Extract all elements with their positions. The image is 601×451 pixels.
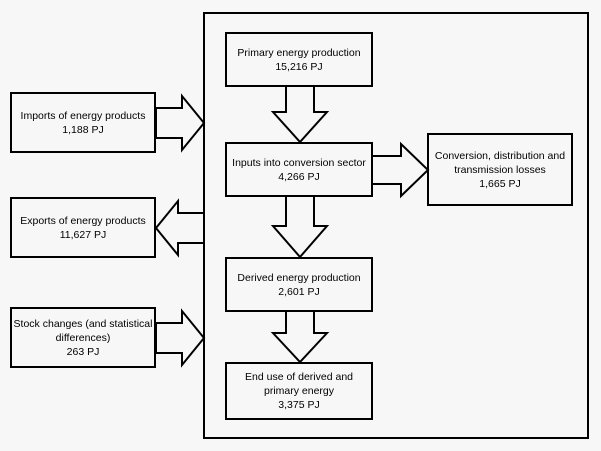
stock-changes-label-line2: differences) (55, 331, 111, 344)
arrow-exports-outflow (154, 198, 205, 258)
stock-changes-value: 263 PJ (66, 345, 100, 358)
exports-label: Exports of energy products (20, 214, 146, 227)
end-use-value: 3,375 PJ (278, 399, 320, 411)
arrow-conversion-to-losses (371, 141, 430, 199)
node-exports-of-energy-products: Exports of energy products 11,627 PJ (10, 197, 156, 258)
losses-value: 1,665 PJ (479, 177, 521, 190)
node-end-use-of-energy: End use of derived and primary energy 3,… (225, 362, 373, 420)
derived-production-label: Derived energy production (237, 271, 361, 284)
node-imports-of-energy-products: Imports of energy products 1,188 PJ (10, 92, 156, 153)
primary-production-value: 15,216 PJ (275, 60, 323, 73)
end-use-label-line1: End use of derived and (245, 371, 353, 383)
primary-production-label: Primary energy production (237, 46, 361, 59)
arrow-primary-to-conversion (270, 85, 330, 144)
imports-value: 1,188 PJ (62, 123, 104, 136)
node-conversion-distribution-transmission-losses: Conversion, distribution and transmissio… (427, 133, 573, 206)
end-use-label-line2: primary energy (263, 385, 335, 397)
arrow-conversion-to-derived (270, 195, 330, 259)
arrow-imports-inflow (155, 93, 206, 153)
stock-changes-label-line1: Stock changes (and statistical (13, 317, 153, 330)
arrow-stock-changes-inflow (155, 308, 206, 368)
node-stock-changes: Stock changes (and statistical differenc… (10, 307, 156, 368)
losses-label-line1: Conversion, distribution and (434, 149, 566, 162)
conversion-inputs-value: 4,266 PJ (278, 170, 320, 183)
node-primary-energy-production: Primary energy production 15,216 PJ (225, 32, 373, 87)
imports-label: Imports of energy products (20, 109, 146, 122)
node-inputs-into-conversion-sector: Inputs into conversion sector 4,266 PJ (225, 142, 373, 197)
node-derived-energy-production: Derived energy production 2,601 PJ (225, 257, 373, 312)
arrow-derived-to-end-use (270, 310, 330, 364)
derived-production-value: 2,601 PJ (278, 285, 320, 298)
losses-label-line2: transmission losses (454, 163, 546, 176)
exports-value: 11,627 PJ (59, 228, 107, 241)
conversion-inputs-label: Inputs into conversion sector (232, 156, 366, 169)
